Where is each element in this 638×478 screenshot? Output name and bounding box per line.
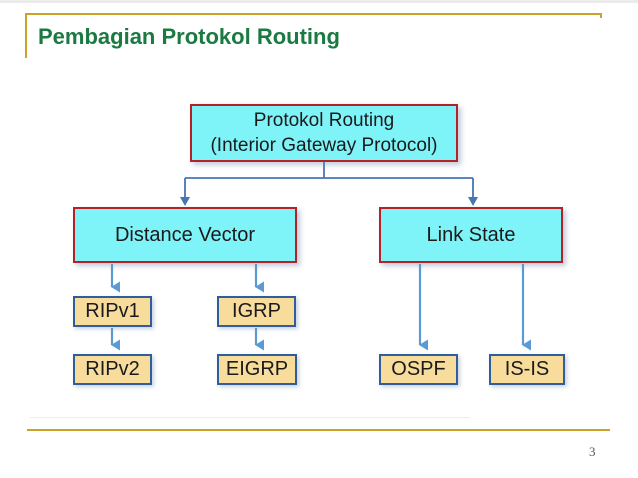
node-igrp: IGRP [217, 296, 296, 327]
connector-root-arrowheads [180, 197, 478, 206]
slide-title: Pembagian Protokol Routing [38, 24, 340, 49]
node-ospf-label: OSPF [391, 358, 446, 380]
node-isis-label: IS-IS [504, 358, 550, 380]
footer-gold-line [27, 429, 610, 431]
node-distance-vector: Distance Vector [73, 207, 297, 263]
header-gold-line-end-tick [600, 13, 602, 18]
slide-top-edge [0, 0, 638, 3]
node-distance-vector-label: Distance Vector [114, 223, 256, 246]
node-link-state-label: Link State [426, 223, 516, 246]
page-number: 3 [589, 444, 596, 459]
node-protokol-routing-line2: (Interior Gateway Protocol) [210, 135, 438, 156]
node-eigrp-label: EIGRP [225, 358, 289, 380]
node-ripv1: RIPv1 [73, 296, 152, 327]
node-ripv2: RIPv2 [73, 354, 152, 385]
node-ripv1-label: RIPv1 [85, 300, 140, 322]
node-protokol-routing: Protokol Routing (Interior Gateway Proto… [190, 104, 458, 162]
node-ripv2-label: RIPv2 [85, 358, 140, 380]
node-ospf: OSPF [379, 354, 458, 385]
header-gold-left-bracket [25, 13, 27, 58]
footer-faint-line [30, 417, 470, 418]
node-protokol-routing-line1: Protokol Routing [253, 110, 395, 131]
node-igrp-label: IGRP [232, 300, 281, 322]
node-isis: IS-IS [489, 354, 565, 385]
node-link-state: Link State [379, 207, 563, 263]
node-eigrp: EIGRP [217, 354, 297, 385]
header-gold-line [25, 13, 602, 15]
connector-root-tree [184, 162, 474, 198]
